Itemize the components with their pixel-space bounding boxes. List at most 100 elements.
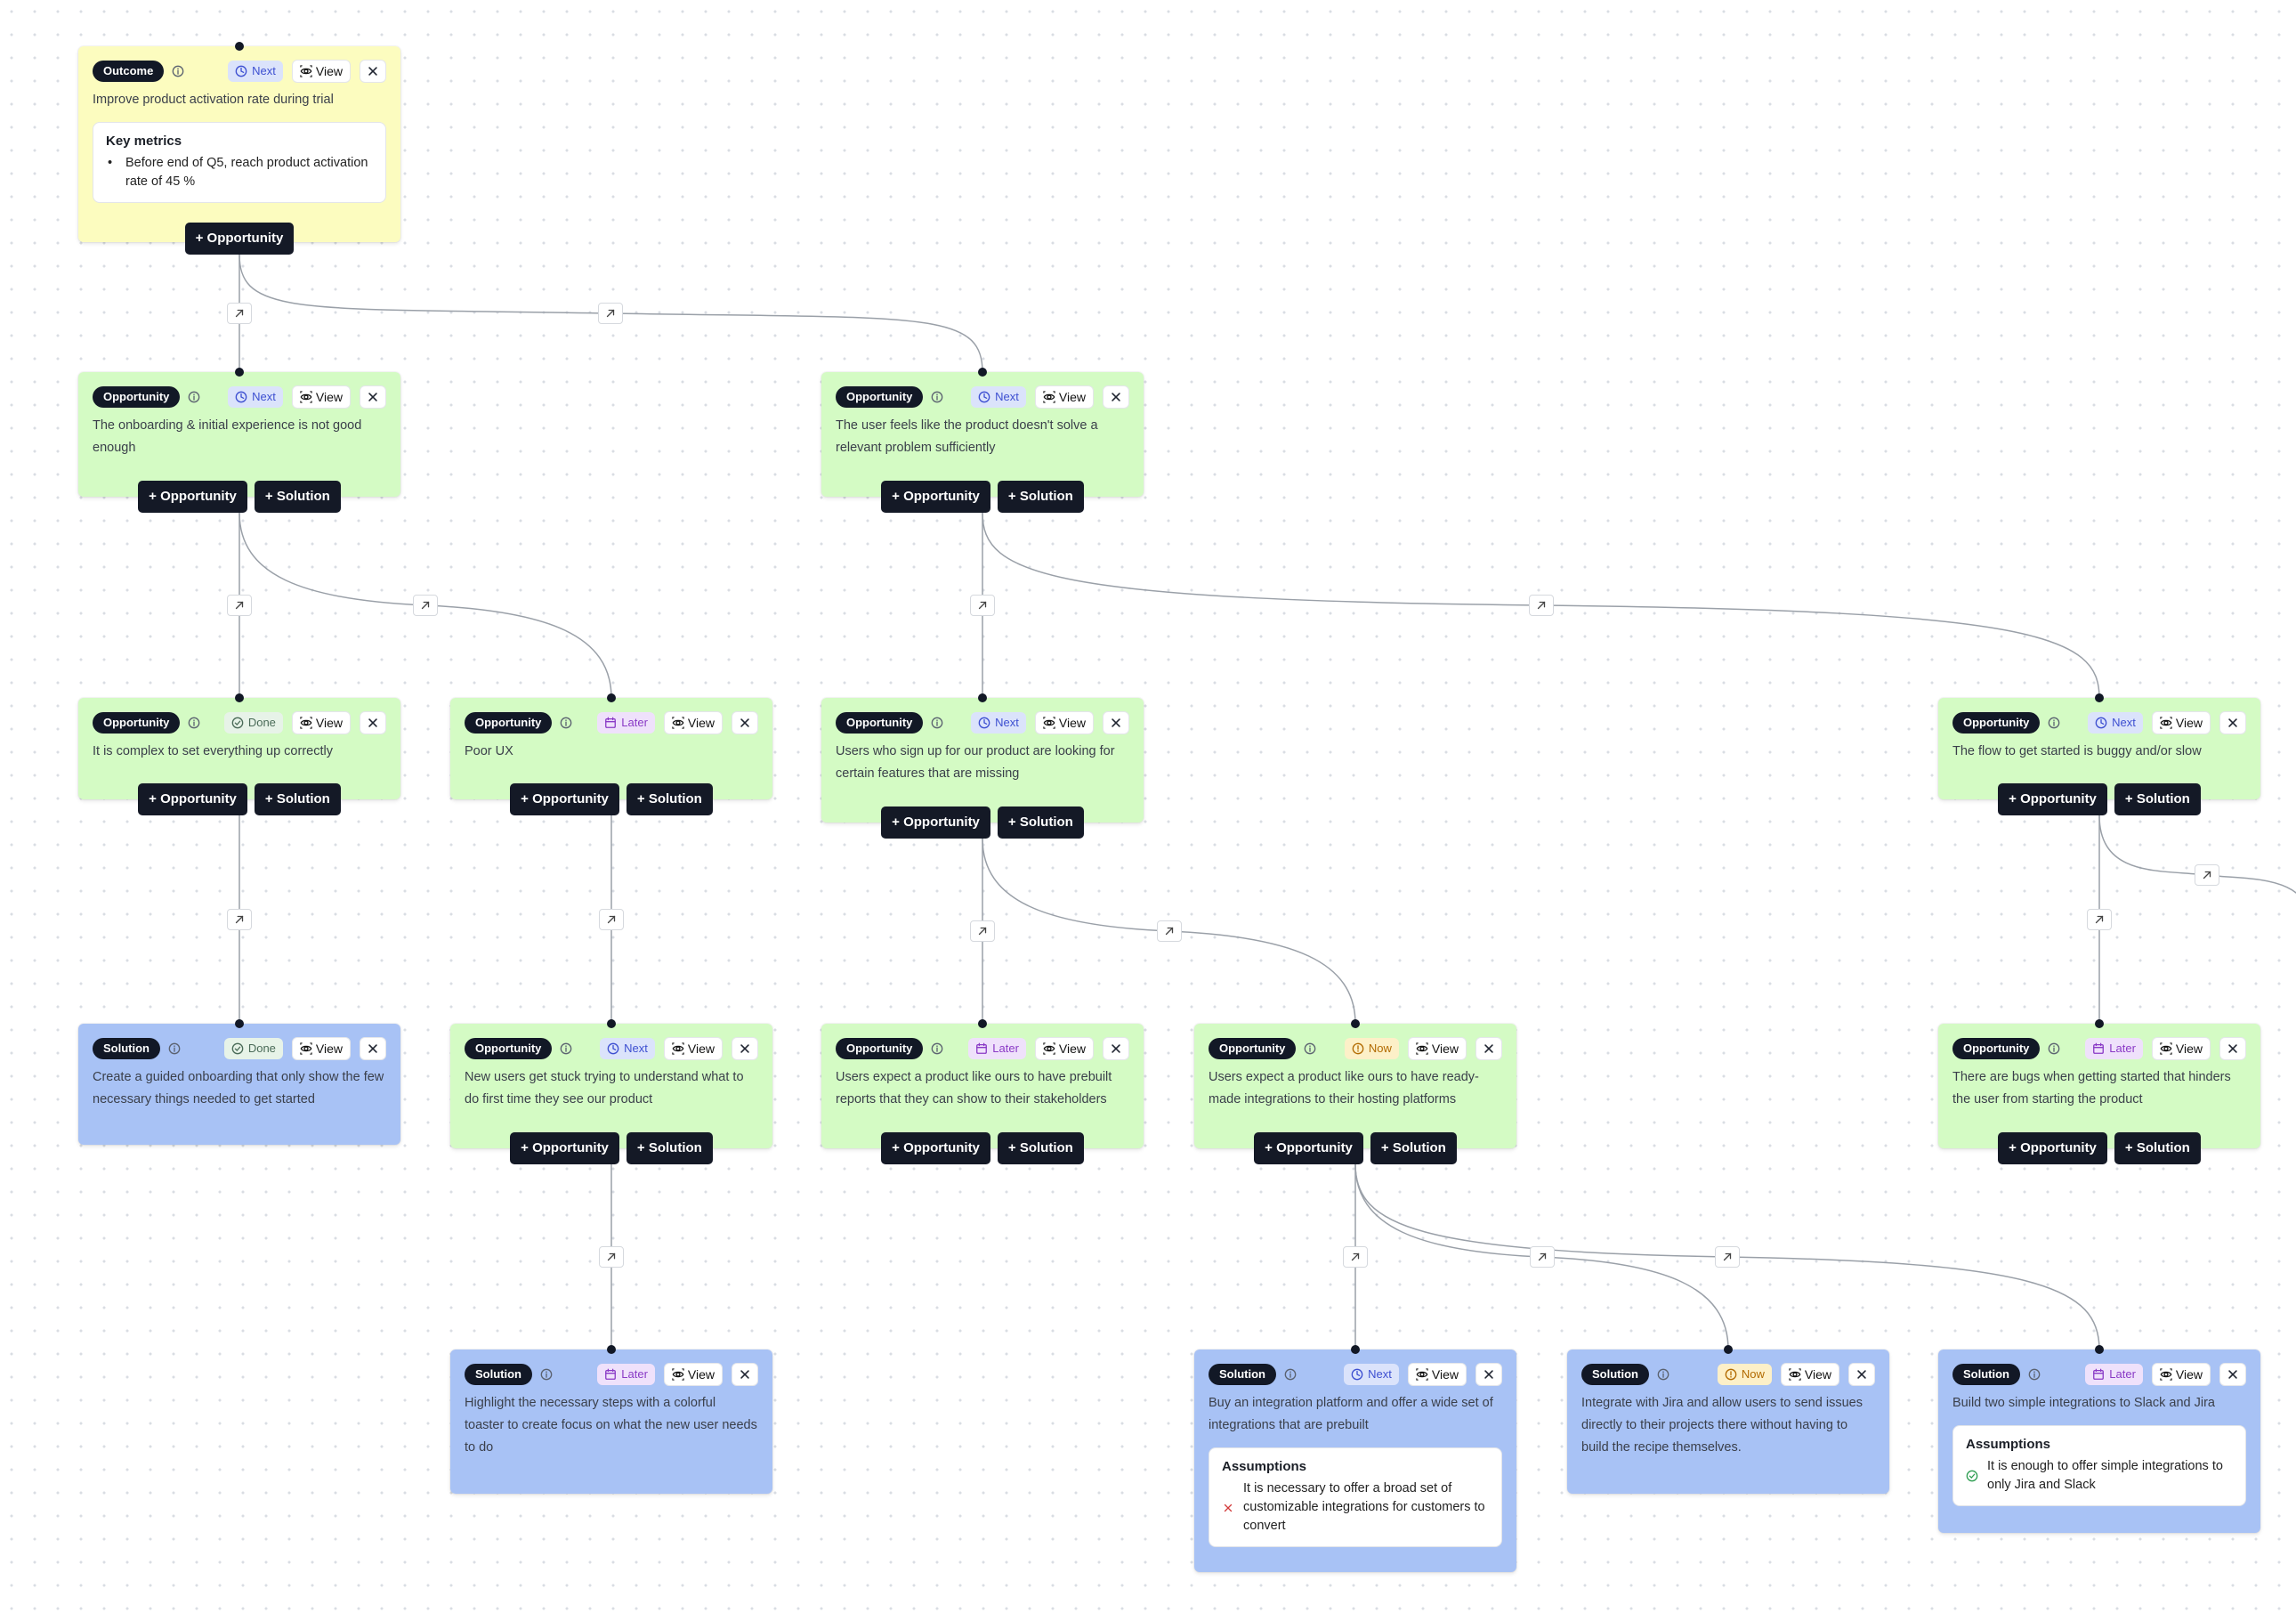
connection-handle[interactable] [607,1019,616,1028]
add-opportunity-button[interactable]: + Opportunity [184,223,295,255]
connection-handle[interactable] [1724,1345,1733,1354]
connector-button[interactable] [227,303,252,324]
add-opportunity-button[interactable]: + Opportunity [510,1132,619,1164]
view-button[interactable]: View [291,60,351,83]
view-button[interactable]: View [1407,1037,1467,1060]
connector-button[interactable] [970,920,995,942]
view-button[interactable]: View [1034,711,1094,734]
add-opportunity-button[interactable]: + Opportunity [881,481,990,513]
connection-handle[interactable] [235,1019,244,1028]
close-button[interactable] [1475,1037,1502,1060]
close-button[interactable] [2219,1363,2246,1386]
close-button[interactable] [1103,385,1129,409]
connection-handle[interactable] [235,42,244,51]
add-opportunity-button[interactable]: + Opportunity [1254,1132,1363,1164]
add-solution-button[interactable]: + Solution [626,783,713,815]
close-button[interactable] [1103,711,1129,734]
close-button[interactable] [360,60,386,83]
add-solution-button[interactable]: + Solution [997,481,1084,513]
info-icon[interactable] [2048,717,2060,729]
view-button[interactable]: View [1034,385,1094,409]
info-icon[interactable] [540,1368,553,1381]
status-badge[interactable]: Now [1717,1364,1772,1385]
connector-button[interactable] [227,595,252,616]
info-icon[interactable] [1304,1042,1316,1055]
view-button[interactable]: View [2151,1037,2211,1060]
connection-handle[interactable] [2095,693,2104,702]
add-opportunity-button[interactable]: + Opportunity [1998,1132,2107,1164]
close-button[interactable] [732,1037,758,1060]
add-opportunity-button[interactable]: + Opportunity [510,783,619,815]
info-icon[interactable] [1284,1368,1297,1381]
add-solution-button[interactable]: + Solution [254,783,341,815]
close-button[interactable] [1103,1037,1129,1060]
add-solution-button[interactable]: + Solution [2114,1132,2201,1164]
close-button[interactable] [2219,711,2246,734]
info-icon[interactable] [172,65,184,77]
info-icon[interactable] [560,717,572,729]
view-button[interactable]: View [1407,1363,1467,1386]
status-badge[interactable]: Later [968,1038,1026,1059]
info-icon[interactable] [931,717,943,729]
status-badge[interactable]: Later [597,1364,655,1385]
add-solution-button[interactable]: + Solution [1370,1132,1457,1164]
connector-button[interactable] [970,595,995,616]
view-button[interactable]: View [1034,1037,1094,1060]
status-badge[interactable]: Next [228,61,283,82]
add-opportunity-button[interactable]: + Opportunity [138,481,247,513]
view-button[interactable]: View [663,711,723,734]
connection-handle[interactable] [2095,1345,2104,1354]
add-solution-button[interactable]: + Solution [997,1132,1084,1164]
close-button[interactable] [732,1363,758,1386]
info-icon[interactable] [2028,1368,2041,1381]
info-icon[interactable] [188,717,200,729]
connection-handle[interactable] [2095,1019,2104,1028]
add-opportunity-button[interactable]: + Opportunity [138,783,247,815]
close-button[interactable] [1475,1363,1502,1386]
info-icon[interactable] [931,1042,943,1055]
status-badge[interactable]: Next [1344,1364,1399,1385]
view-button[interactable]: View [1780,1363,1839,1386]
connection-handle[interactable] [978,368,987,377]
info-icon[interactable] [560,1042,572,1055]
view-button[interactable]: View [663,1363,723,1386]
status-badge[interactable]: Next [600,1038,655,1059]
info-icon[interactable] [168,1042,181,1055]
connector-button[interactable] [598,303,624,324]
connector-button[interactable] [599,1246,624,1268]
connector-button[interactable] [1529,1246,1555,1268]
connection-handle[interactable] [607,1345,616,1354]
connection-handle[interactable] [1351,1345,1360,1354]
add-solution-button[interactable]: + Solution [626,1132,713,1164]
status-badge[interactable]: Later [2085,1038,2143,1059]
status-badge[interactable]: Next [971,712,1026,734]
status-badge[interactable]: Later [2085,1364,2143,1385]
add-solution-button[interactable]: + Solution [2114,783,2201,815]
status-badge[interactable]: Done [223,712,283,734]
connection-handle[interactable] [235,693,244,702]
connector-button[interactable] [599,909,624,930]
connector-button[interactable] [2194,864,2219,886]
add-opportunity-button[interactable]: + Opportunity [881,806,990,839]
add-solution-button[interactable]: + Solution [997,806,1084,839]
add-opportunity-button[interactable]: + Opportunity [881,1132,990,1164]
connection-handle[interactable] [978,1019,987,1028]
status-badge[interactable]: Next [228,386,283,408]
close-button[interactable] [360,385,386,409]
view-button[interactable]: View [2151,711,2211,734]
